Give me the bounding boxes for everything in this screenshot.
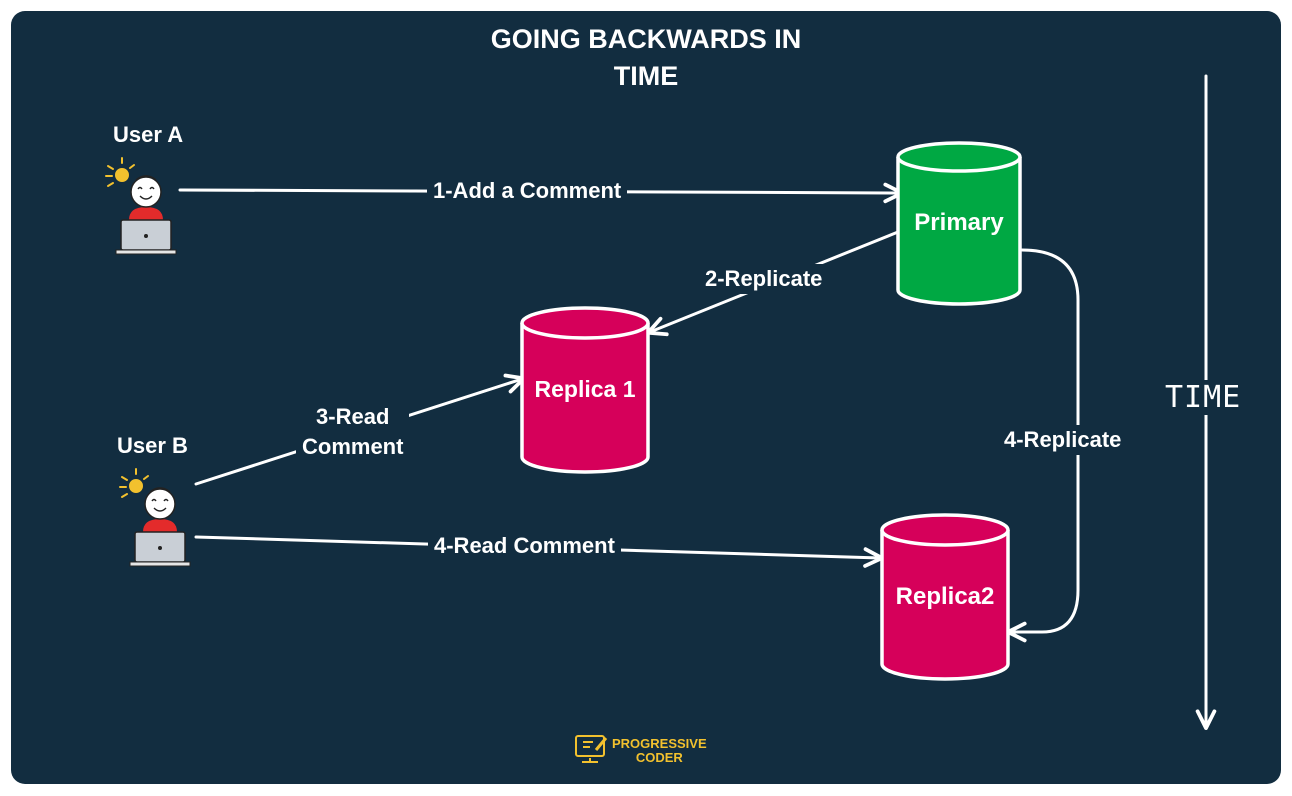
user-b-icon xyxy=(119,468,191,567)
replica2-database xyxy=(880,513,1010,681)
lightbulb-icon xyxy=(105,157,135,187)
replica1-label: Replica 1 xyxy=(534,376,636,402)
user-a-icon xyxy=(105,157,177,255)
replica1-database xyxy=(520,306,650,474)
logo-line-2: CODER xyxy=(635,750,683,765)
title-line-2: TIME xyxy=(613,61,679,91)
user-a-label: User A xyxy=(113,122,184,147)
user-b-label: User B xyxy=(117,433,188,458)
diagram-title: GOING BACKWARDS IN TIME xyxy=(0,21,1292,95)
edge-label-read-comment-3: 3-Read Comment xyxy=(296,402,410,462)
edge-label-read-comment-3-line1: 3-Read xyxy=(316,404,390,429)
edge-label-replicate-4: 4-Replicate xyxy=(998,425,1128,455)
title-line-1: GOING BACKWARDS IN xyxy=(490,24,802,54)
replica2-label: Replica2 xyxy=(895,583,995,610)
primary-database xyxy=(896,141,1022,306)
logo-line-1: PROGRESSIVE xyxy=(612,736,707,751)
laptop-pen-icon xyxy=(575,735,608,763)
time-axis-label: TIME xyxy=(1159,380,1248,415)
edge-label-add-comment: 1-Add a Comment xyxy=(427,176,628,206)
lightbulb-icon xyxy=(119,468,149,498)
edge-label-read-comment-3-line2: Comment xyxy=(302,434,404,459)
logo-text: PROGRESSIVE CODER xyxy=(612,737,707,765)
edge-label-read-comment-4: 4-Read Comment xyxy=(428,531,621,561)
primary-label: Primary xyxy=(914,209,1004,236)
edge-label-replicate-2: 2-Replicate xyxy=(699,264,829,294)
